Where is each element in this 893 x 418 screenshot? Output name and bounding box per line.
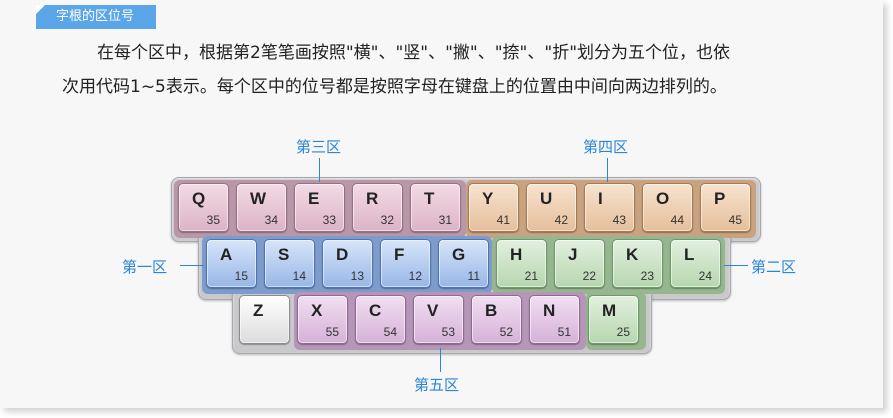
key-code: 12 (408, 269, 422, 283)
zone1-label: 第一区 (122, 258, 168, 276)
key-letter: Y (482, 189, 494, 208)
key-x: X 55 (297, 295, 348, 344)
key-q: Q 35 (178, 183, 229, 232)
key-d: D 13 (322, 239, 373, 288)
key-b: B 52 (471, 295, 522, 344)
key-letter: W (250, 189, 267, 208)
key-code: 24 (698, 269, 712, 283)
content-card: 字根的区位号 在每个区中，根据第2笔笔画按照"横"、"竖"、"撇"、"捺"、"折… (36, 5, 862, 394)
key-g: G 11 (438, 239, 489, 288)
key-c: C 54 (355, 295, 406, 344)
key-code: 45 (728, 213, 742, 227)
key-code: 13 (350, 269, 364, 283)
key-z: Z (239, 295, 290, 344)
key-code: 41 (496, 213, 510, 227)
key-letter: T (424, 189, 435, 208)
key-f: F 12 (380, 239, 431, 288)
key-letter: O (656, 189, 670, 208)
zone4-label: 第四区 (583, 138, 629, 156)
zone3-leader-line (319, 158, 320, 182)
key-code: 21 (524, 269, 538, 283)
zone4-leader-line (607, 158, 608, 182)
key-k: K 23 (612, 239, 663, 288)
description-paragraph: 在每个区中，根据第2笔笔画按照"横"、"竖"、"撇"、"捺"、"折"划分为五个位… (62, 36, 862, 104)
key-code: 42 (554, 213, 568, 227)
key-letter: A (220, 245, 233, 264)
key-a: A 15 (206, 239, 257, 288)
key-letter: H (510, 245, 523, 264)
key-code: 44 (670, 213, 684, 227)
key-letter: Z (253, 301, 264, 320)
key-code: 54 (383, 325, 397, 339)
zone3-label: 第三区 (296, 138, 342, 156)
key-m: M 25 (588, 295, 639, 344)
paragraph-line-1: 在每个区中，根据第2笔笔画按照"横"、"竖"、"撇"、"捺"、"折"划分为五个位… (97, 43, 731, 63)
key-code: 34 (264, 213, 278, 227)
key-v: V 53 (413, 295, 464, 344)
paragraph-line-2: 次用代码1~5表示。每个区中的位号都是按照字母在键盘上的位置由中间向两边排列的。 (62, 77, 727, 97)
key-code: 15 (234, 269, 248, 283)
key-h: H 21 (496, 239, 547, 288)
key-letter: M (602, 301, 617, 320)
key-letter: K (626, 245, 639, 264)
key-code: 31 (438, 213, 452, 227)
key-j: J 22 (554, 239, 605, 288)
key-u: U 42 (526, 183, 577, 232)
key-letter: C (369, 301, 382, 320)
key-letter: E (308, 189, 320, 208)
key-code: 25 (616, 325, 630, 339)
key-letter: R (366, 189, 379, 208)
key-code: 22 (582, 269, 596, 283)
section-tab-title: 字根的区位号 (56, 9, 135, 24)
key-code: 43 (612, 213, 626, 227)
key-y: Y 41 (468, 183, 519, 232)
key-t: T 31 (410, 183, 461, 232)
key-letter: G (452, 245, 466, 264)
key-letter: X (311, 301, 323, 320)
zone5-label: 第五区 (414, 376, 460, 394)
key-letter: P (714, 189, 726, 208)
key-letter: J (568, 245, 578, 264)
key-letter: V (427, 301, 439, 320)
key-code: 14 (292, 269, 306, 283)
key-letter: Q (192, 189, 206, 208)
zone2-leader-line (724, 265, 748, 266)
key-code: 35 (206, 213, 220, 227)
zone1-leader-line (180, 265, 204, 266)
key-letter: S (278, 245, 290, 264)
section-tab: 字根的区位号 (36, 5, 156, 29)
key-n: N 51 (529, 295, 580, 344)
key-code: 33 (322, 213, 336, 227)
key-i: I 43 (584, 183, 635, 232)
key-o: O 44 (642, 183, 693, 232)
key-r: R 32 (352, 183, 403, 232)
zone5-leader-line (440, 348, 441, 372)
zone2-label: 第二区 (751, 258, 797, 276)
key-letter: B (485, 301, 498, 320)
key-letter: N (543, 301, 556, 320)
key-code: 55 (325, 325, 339, 339)
key-s: S 14 (264, 239, 315, 288)
key-letter: D (336, 245, 349, 264)
key-w: W 34 (236, 183, 287, 232)
key-code: 51 (557, 325, 571, 339)
key-code: 32 (380, 213, 394, 227)
key-letter: U (540, 189, 553, 208)
key-p: P 45 (700, 183, 751, 232)
key-e: E 33 (294, 183, 345, 232)
key-l: L 24 (670, 239, 721, 288)
key-letter: I (598, 189, 603, 208)
key-code: 11 (467, 269, 480, 283)
key-letter: L (684, 245, 695, 264)
key-code: 53 (441, 325, 455, 339)
key-code: 23 (640, 269, 654, 283)
key-letter: F (394, 245, 405, 264)
key-code: 52 (499, 325, 513, 339)
